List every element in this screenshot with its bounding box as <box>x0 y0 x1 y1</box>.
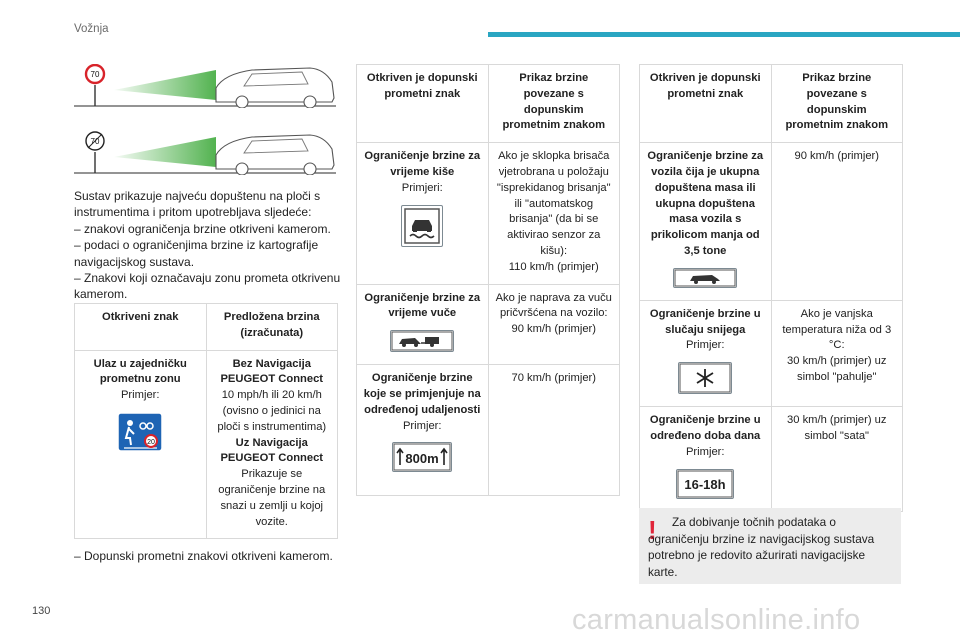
row-speed: 110 km/h (primjer) <box>508 260 599 273</box>
row-title: Ograničenje brzine u određeno doba dana <box>649 414 761 442</box>
table3-header-speed: Prikaz brzine povezane s dopunskim prome… <box>770 63 903 144</box>
row-example-label: Primjer: <box>685 445 725 458</box>
time-label: 16-18h <box>685 477 726 492</box>
supplementary-sign-table-1: Otkriven je dopunski prometni znak Prika… <box>356 63 620 497</box>
car-sign-icon <box>673 267 738 288</box>
section-title: Vožnja <box>74 23 109 35</box>
speed-sign-car-illustration-bottom: 70 <box>74 131 336 175</box>
shared-zone-sign-icon: 20 <box>117 411 164 452</box>
row-title: Ograničenje brzine koje se primjenjuje n… <box>363 372 481 416</box>
table-row: Ograničenje brzine za vrijeme vuče Ako j… <box>356 283 620 366</box>
supplementary-sign-table-2: Otkriven je dopunski prometni znak Prika… <box>639 63 903 513</box>
row-title: Ograničenje brzine za vrijeme vuče <box>364 291 481 320</box>
nav-on-title: Uz Navigacija PEUGEOT Connect <box>220 436 324 465</box>
outro-text: – Dopunski prometni znakovi otkriveni ka… <box>74 549 333 563</box>
row-example-label: Primjer: <box>685 339 725 352</box>
header-accent-bar <box>488 32 960 37</box>
distance-sign-icon: 800m <box>392 442 453 473</box>
row-speed: 90 km/h (primjer) <box>794 150 880 163</box>
speed-sign-car-illustration-top: 70 <box>74 64 336 108</box>
table2-header-speed: Prikaz brzine povezane s dopunskim prome… <box>487 63 620 144</box>
page-number: 130 <box>32 605 51 617</box>
table-row: Ograničenje brzine koje se primjenjuje n… <box>356 364 620 497</box>
row-condition: Ako je naprava za vuču pričvršćena na vo… <box>495 291 612 320</box>
nav-off-title: Bez Navigacija PEUGEOT Connect <box>220 357 324 386</box>
row-condition: Ako je vanjska temperatura niža od 3 °C: <box>782 307 892 352</box>
row-title: Ograničenje brzine za vrijeme kiše <box>364 150 481 178</box>
nav-off-text: 10 mph/h ili 20 km/h (ovisno o jedinici … <box>217 389 327 433</box>
row-speed: 70 km/h (primjer) <box>511 372 597 385</box>
intro-text: Sustav prikazuje najveću dopuštenu na pl… <box>74 189 341 302</box>
warning-box <box>639 508 901 584</box>
nav-on-text: Prikazuje se ograničenje brzine na snazi… <box>218 468 326 528</box>
row-example-label: Primjer: <box>120 389 160 402</box>
car-trailer-icon <box>390 330 455 353</box>
distance-label: 800m <box>406 451 439 466</box>
table1-header-speed: Predložena brzina (izračunata) <box>205 303 338 351</box>
row-title: Ograničenje brzine za vozila čija je uku… <box>647 150 764 257</box>
row-example-label: Primjeri: <box>401 181 443 194</box>
row-speed: 30 km/h (primjer) uz simbol "sata" <box>787 414 887 442</box>
table-row: Ograničenje brzine za vozila čija je uku… <box>639 142 903 301</box>
sign-bottom-value: 70 <box>91 137 100 146</box>
row-condition: Ako je sklopka brisača vjetrobrana u pol… <box>496 150 611 257</box>
time-sign-icon: 16-18h <box>676 468 735 499</box>
row-speed: 30 km/h (primjer) uz simbol "pahulje" <box>787 355 887 383</box>
warning-icon: ! <box>648 515 657 545</box>
shared-zone-speed: 20 <box>147 439 155 446</box>
watermark: carmanualsonline.info <box>572 604 861 636</box>
row-speed: 90 km/h (primjer) <box>511 323 597 336</box>
row-title: Ograničenje brzine u slučaju snijega <box>649 307 761 336</box>
table2-header-sign: Otkriven je dopunski prometni znak <box>356 63 489 144</box>
row-title: Ulaz u zajedničku prometnu zonu <box>93 357 187 386</box>
detected-sign-table: Otkriveni znak Predložena brzina (izraču… <box>74 303 338 540</box>
table1-header-sign: Otkriveni znak <box>74 303 207 351</box>
table-row: Ograničenje brzine u određeno doba dana … <box>639 406 903 513</box>
table-row: Ograničenje brzine u slučaju snijega Pri… <box>639 299 903 408</box>
warning-text: Za dobivanje točnih podataka o ograničen… <box>648 515 875 579</box>
rain-road-icon <box>401 204 444 247</box>
snowflake-icon <box>678 362 733 395</box>
sign-top-value: 70 <box>91 70 100 79</box>
row-example-label: Primjer: <box>402 419 442 432</box>
table-row: Ograničenje brzine za vrijeme kiše Primj… <box>356 142 620 285</box>
table-row: Ulaz u zajedničku prometnu zonu Primjer:… <box>74 349 338 540</box>
table3-header-sign: Otkriven je dopunski prometni znak <box>639 63 772 144</box>
